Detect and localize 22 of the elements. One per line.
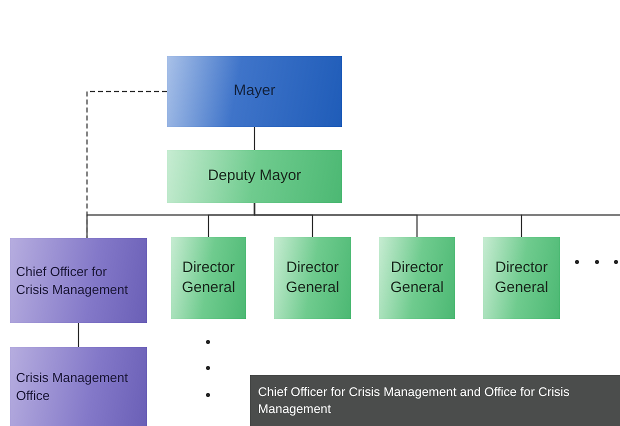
- org-box: [167, 56, 342, 127]
- connector-line: [78, 323, 80, 347]
- title-banner: [250, 375, 620, 426]
- org-box: [10, 238, 147, 323]
- org-box: [171, 237, 246, 319]
- node-label: Chief Officer for Crisis Management: [16, 262, 129, 298]
- connector-line: [254, 203, 522, 237]
- node-label: Deputy Mayor: [208, 166, 302, 186]
- org-box: [483, 237, 560, 319]
- node-label: Director General: [389, 258, 445, 298]
- org-box: [167, 150, 342, 203]
- node-label: Chief Officer for Crisis Management and Office for Crisis Management: [258, 384, 570, 418]
- org-box: [10, 347, 147, 426]
- dashed-connector: [86, 90, 167, 238]
- node-label: Director General: [284, 258, 340, 298]
- node-label: Director General: [180, 258, 236, 298]
- node-label: Director General: [494, 258, 550, 298]
- node-label: Mayer: [234, 81, 276, 102]
- node-label: Crisis Management Office: [16, 368, 129, 404]
- org-box: [274, 237, 351, 319]
- connector-line: [254, 127, 256, 150]
- org-box: [379, 237, 455, 319]
